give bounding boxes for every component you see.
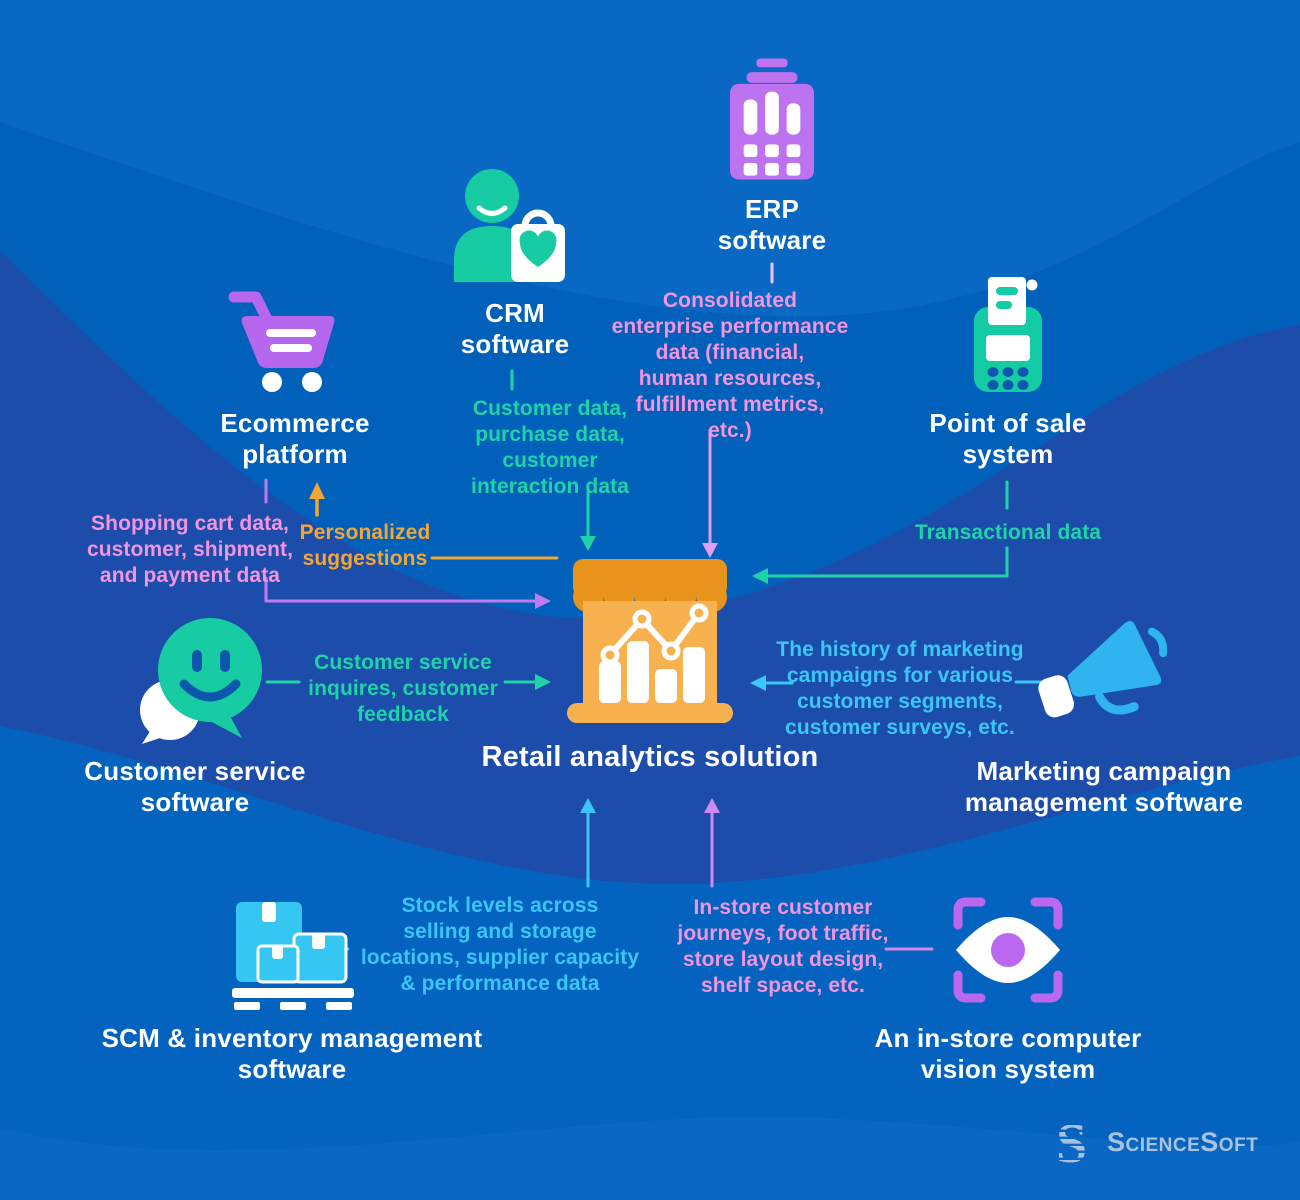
sciencesoft-logo-mark: S — [1058, 1118, 1087, 1166]
flow-erp-arrowhead — [702, 543, 718, 558]
pos-label: Point of sale system — [929, 408, 1087, 470]
flow-ecommerce-arrowhead — [535, 593, 551, 609]
ecommerce-data-text: Shopping cart data, customer, shipment, … — [86, 512, 294, 588]
flow-scm-arrowhead — [580, 798, 596, 813]
office-building-icon — [730, 58, 814, 180]
sciencesoft-logo-text: ScienceSoft — [1107, 1126, 1259, 1157]
center-title: Retail analytics solution — [481, 741, 819, 773]
customer-with-bag-icon — [454, 169, 565, 282]
marketing-label: Marketing campaign management software — [964, 756, 1244, 818]
boxes-on-pallet-icon — [232, 902, 354, 1010]
personalized-suggestions-text: Personalized suggestions — [299, 521, 431, 571]
flow-cs-arrowhead — [535, 674, 551, 690]
scm-data-text: Stock levels across selling and storage … — [360, 894, 640, 996]
shopping-cart-icon — [228, 291, 335, 392]
vision-data-text: In-store customer journeys, foot traffic… — [677, 896, 889, 998]
flow-ecommerce-elbow — [264, 576, 538, 603]
flow-pos-elbow — [764, 546, 1009, 578]
erp-label: ERP software — [717, 194, 827, 256]
customer-service-data-text: Customer service inquires, customer feed… — [308, 651, 498, 727]
customer-service-label: Customer service software — [84, 756, 306, 818]
flow-marketing-arrowhead — [750, 675, 766, 691]
erp-data-text: Consolidated enterprise performance data… — [611, 289, 849, 443]
pos-data-text: Transactional data — [914, 521, 1102, 544]
megaphone-icon — [1038, 620, 1168, 718]
scm-label: SCM & inventory management software — [101, 1023, 483, 1085]
crm-label: CRM software — [460, 298, 570, 360]
payment-terminal-icon — [974, 277, 1042, 392]
flow-personalized-arrowhead — [309, 482, 325, 499]
svg-text:S: S — [1058, 1118, 1087, 1166]
storefront-analytics-icon — [567, 559, 733, 723]
smiley-chat-bubble-icon — [140, 618, 262, 744]
marketing-data-text: The history of marketing campaigns for v… — [776, 638, 1024, 740]
flow-pos-arrowhead — [752, 568, 768, 584]
sciencesoft-logo: S ScienceSoft — [1058, 1118, 1258, 1166]
eye-scan-icon — [953, 897, 1063, 1003]
ecommerce-label: Ecommerce platform — [220, 408, 370, 470]
flow-crm-arrowhead — [580, 536, 596, 551]
flow-vision-arrowhead — [704, 798, 720, 813]
crm-data-text: Customer data, purchase data, customer i… — [471, 397, 629, 499]
vision-label: An in-store computer vision system — [874, 1023, 1142, 1085]
